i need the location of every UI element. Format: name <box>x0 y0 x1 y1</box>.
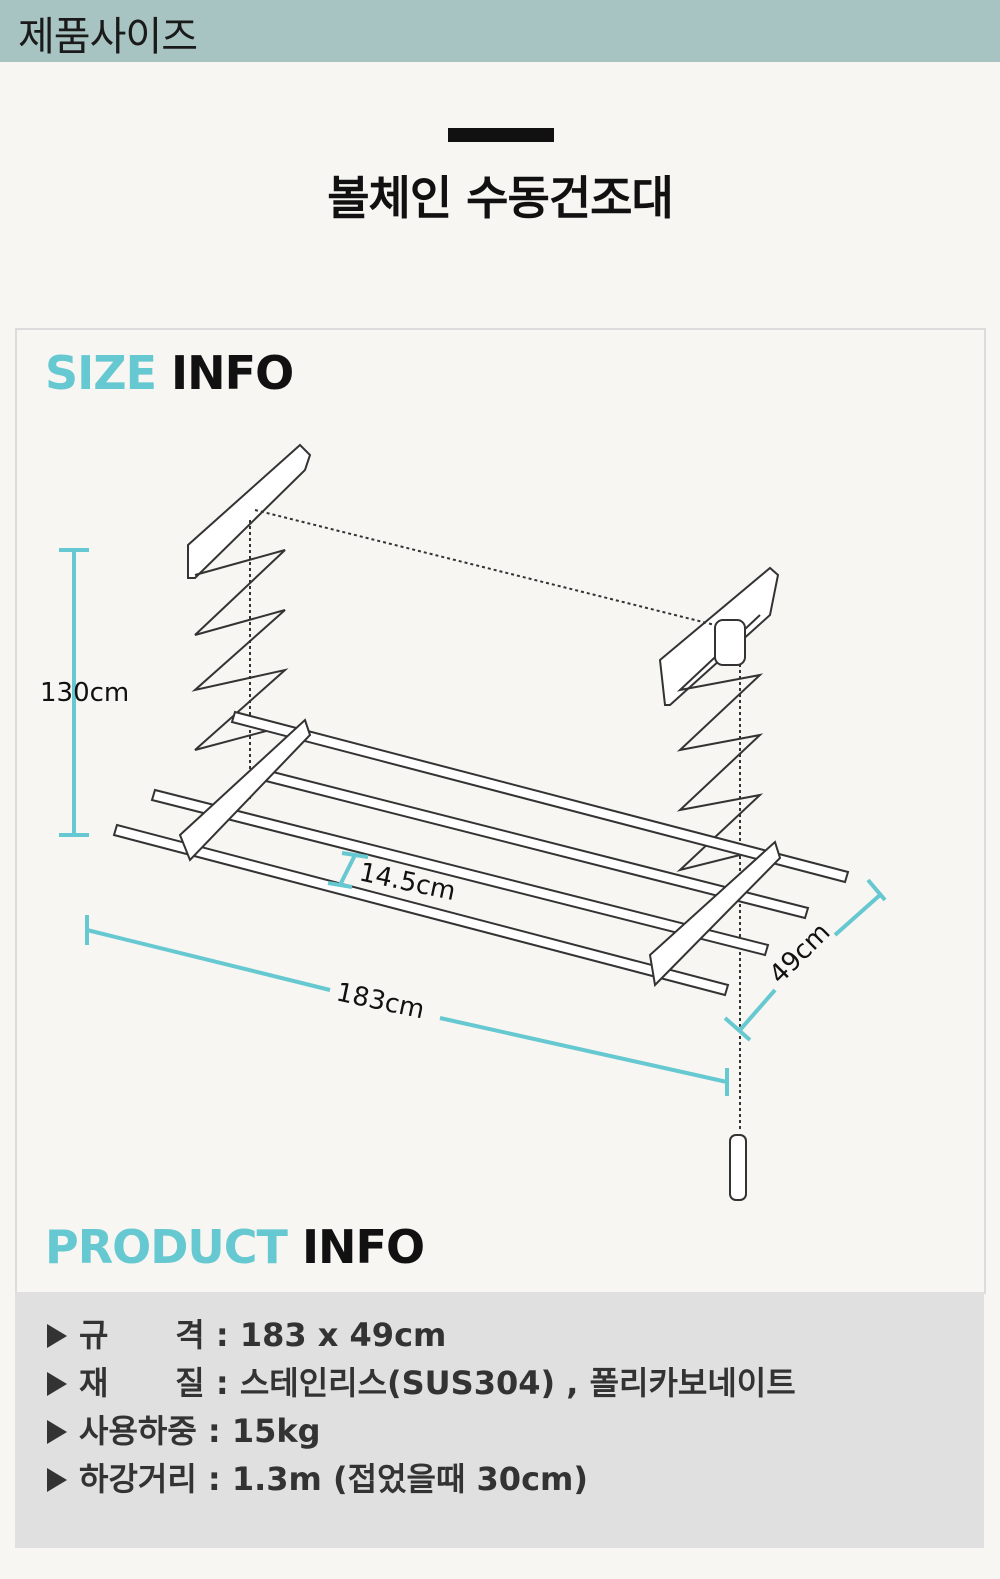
triangle-bullet-icon <box>47 1324 67 1348</box>
spec-row-size: 규 격 : 183 x 49cm <box>47 1310 446 1356</box>
height-dimension <box>59 548 89 837</box>
spec-value: 183 x 49cm <box>239 1316 447 1354</box>
gap-dimension <box>327 851 369 889</box>
heading-accent: PRODUCT <box>45 1220 288 1274</box>
size-info-heading: SIZE INFO <box>45 346 294 400</box>
spec-label: 하강거리 <box>79 1460 197 1498</box>
depth-label: 49cm <box>764 917 837 990</box>
rack-drawing <box>112 443 850 1201</box>
triangle-bullet-icon <box>47 1420 67 1444</box>
spec-value: 1.3m (접었을때 30cm) <box>231 1460 589 1498</box>
product-title: 볼체인 수동건조대 <box>327 171 674 225</box>
spec-row-descent: 하강거리 : 1.3m (접었을때 30cm) <box>47 1454 588 1500</box>
spec-value: 15kg <box>231 1412 321 1450</box>
heading-rest: INFO <box>301 1220 425 1274</box>
heading-accent: SIZE <box>45 346 157 400</box>
spec-row-load: 사용하중 : 15kg <box>47 1406 321 1452</box>
spec-label: 규 격 <box>79 1316 205 1354</box>
width-dimension <box>85 915 729 1096</box>
width-label: 183cm <box>334 978 428 1026</box>
header-bar: 제품사이즈 <box>0 0 1000 62</box>
product-info-heading: PRODUCT INFO <box>45 1220 425 1274</box>
header-title: 제품사이즈 <box>18 14 198 60</box>
triangle-bullet-icon <box>47 1372 67 1396</box>
title-divider <box>448 128 554 142</box>
height-label: 130cm <box>40 678 129 708</box>
spec-label: 재 질 <box>79 1364 205 1402</box>
drying-rack-diagram: 130cm 14.5cm 183cm 49cm <box>40 443 887 1201</box>
spec-value: 스테인리스(SUS304) , 폴리카보네이트 <box>239 1364 796 1402</box>
product-info-box: 규 격 : 183 x 49cm 재 질 : 스테인리스(SUS304) , 폴… <box>15 1292 984 1548</box>
depth-dimension <box>723 878 887 1042</box>
triangle-bullet-icon <box>47 1468 67 1492</box>
spec-label: 사용하중 <box>79 1412 197 1450</box>
spec-row-material: 재 질 : 스테인리스(SUS304) , 폴리카보네이트 <box>47 1358 796 1404</box>
size-panel <box>15 328 986 1294</box>
heading-rest: INFO <box>171 346 294 400</box>
dimension-lines <box>59 548 887 1096</box>
